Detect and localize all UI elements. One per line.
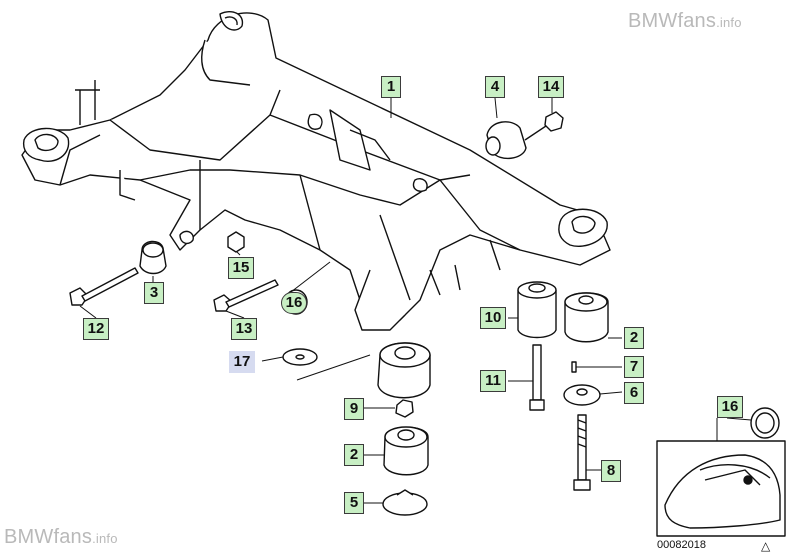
watermark-bottom-suffix: .info (92, 531, 118, 546)
plate-5 (382, 489, 428, 516)
bolt-11 (529, 344, 545, 411)
watermark-bottom: BMWfans.info (4, 526, 118, 549)
callout-13[interactable]: 13 (231, 318, 257, 340)
bushing-3 (139, 240, 167, 275)
plate-6 (563, 384, 601, 406)
callout-14[interactable]: 14 (538, 76, 564, 98)
washer-17 (282, 348, 318, 366)
nut-14 (524, 111, 564, 141)
car-inset-box (656, 440, 786, 537)
callout-8[interactable]: 8 (601, 460, 621, 482)
callout-7[interactable]: 7 (624, 356, 644, 378)
watermark-top: BMWfans.info (628, 10, 742, 33)
corner-triangle-icon: △ (761, 539, 771, 553)
bushing-10 (517, 281, 557, 339)
screw-7 (571, 361, 577, 373)
reference-number: 00082018 (657, 539, 706, 551)
callout-12[interactable]: 12 (83, 318, 109, 340)
callout-2-lower[interactable]: 2 (344, 444, 364, 466)
rubber-mount-4 (485, 121, 527, 159)
nut-15 (227, 231, 245, 253)
rear-axle-carrier (21, 10, 611, 331)
bushing-2-lower (383, 426, 429, 476)
callout-17[interactable]: 17 (229, 351, 255, 373)
car-silhouette (664, 454, 781, 529)
watermark-top-name: BMWfans (628, 10, 717, 32)
callout-10[interactable]: 10 (480, 307, 506, 329)
callout-11[interactable]: 11 (480, 370, 506, 392)
bolt-8 (573, 414, 591, 491)
bolt-12 (69, 267, 139, 306)
leader-lines (79, 97, 752, 504)
callout-3[interactable]: 3 (144, 282, 164, 304)
bushing-2-upper (564, 292, 609, 343)
watermark-bottom-name: BMWfans (4, 526, 93, 548)
watermark-top-suffix: .info (716, 15, 742, 30)
sleeve-9 (395, 399, 414, 418)
callout-4[interactable]: 4 (485, 76, 505, 98)
grommet-16-inset (750, 407, 780, 439)
callout-6[interactable]: 6 (624, 382, 644, 404)
callout-2-upper[interactable]: 2 (624, 327, 644, 349)
callout-5[interactable]: 5 (344, 492, 364, 514)
callout-16-inset[interactable]: 16 (717, 396, 743, 418)
callout-15[interactable]: 15 (228, 257, 254, 279)
mount-lower-left (377, 342, 431, 399)
callout-1[interactable]: 1 (381, 76, 401, 98)
callout-16-frame[interactable]: 16 (281, 292, 307, 314)
bolt-13 (213, 279, 279, 312)
callout-9[interactable]: 9 (344, 398, 364, 420)
